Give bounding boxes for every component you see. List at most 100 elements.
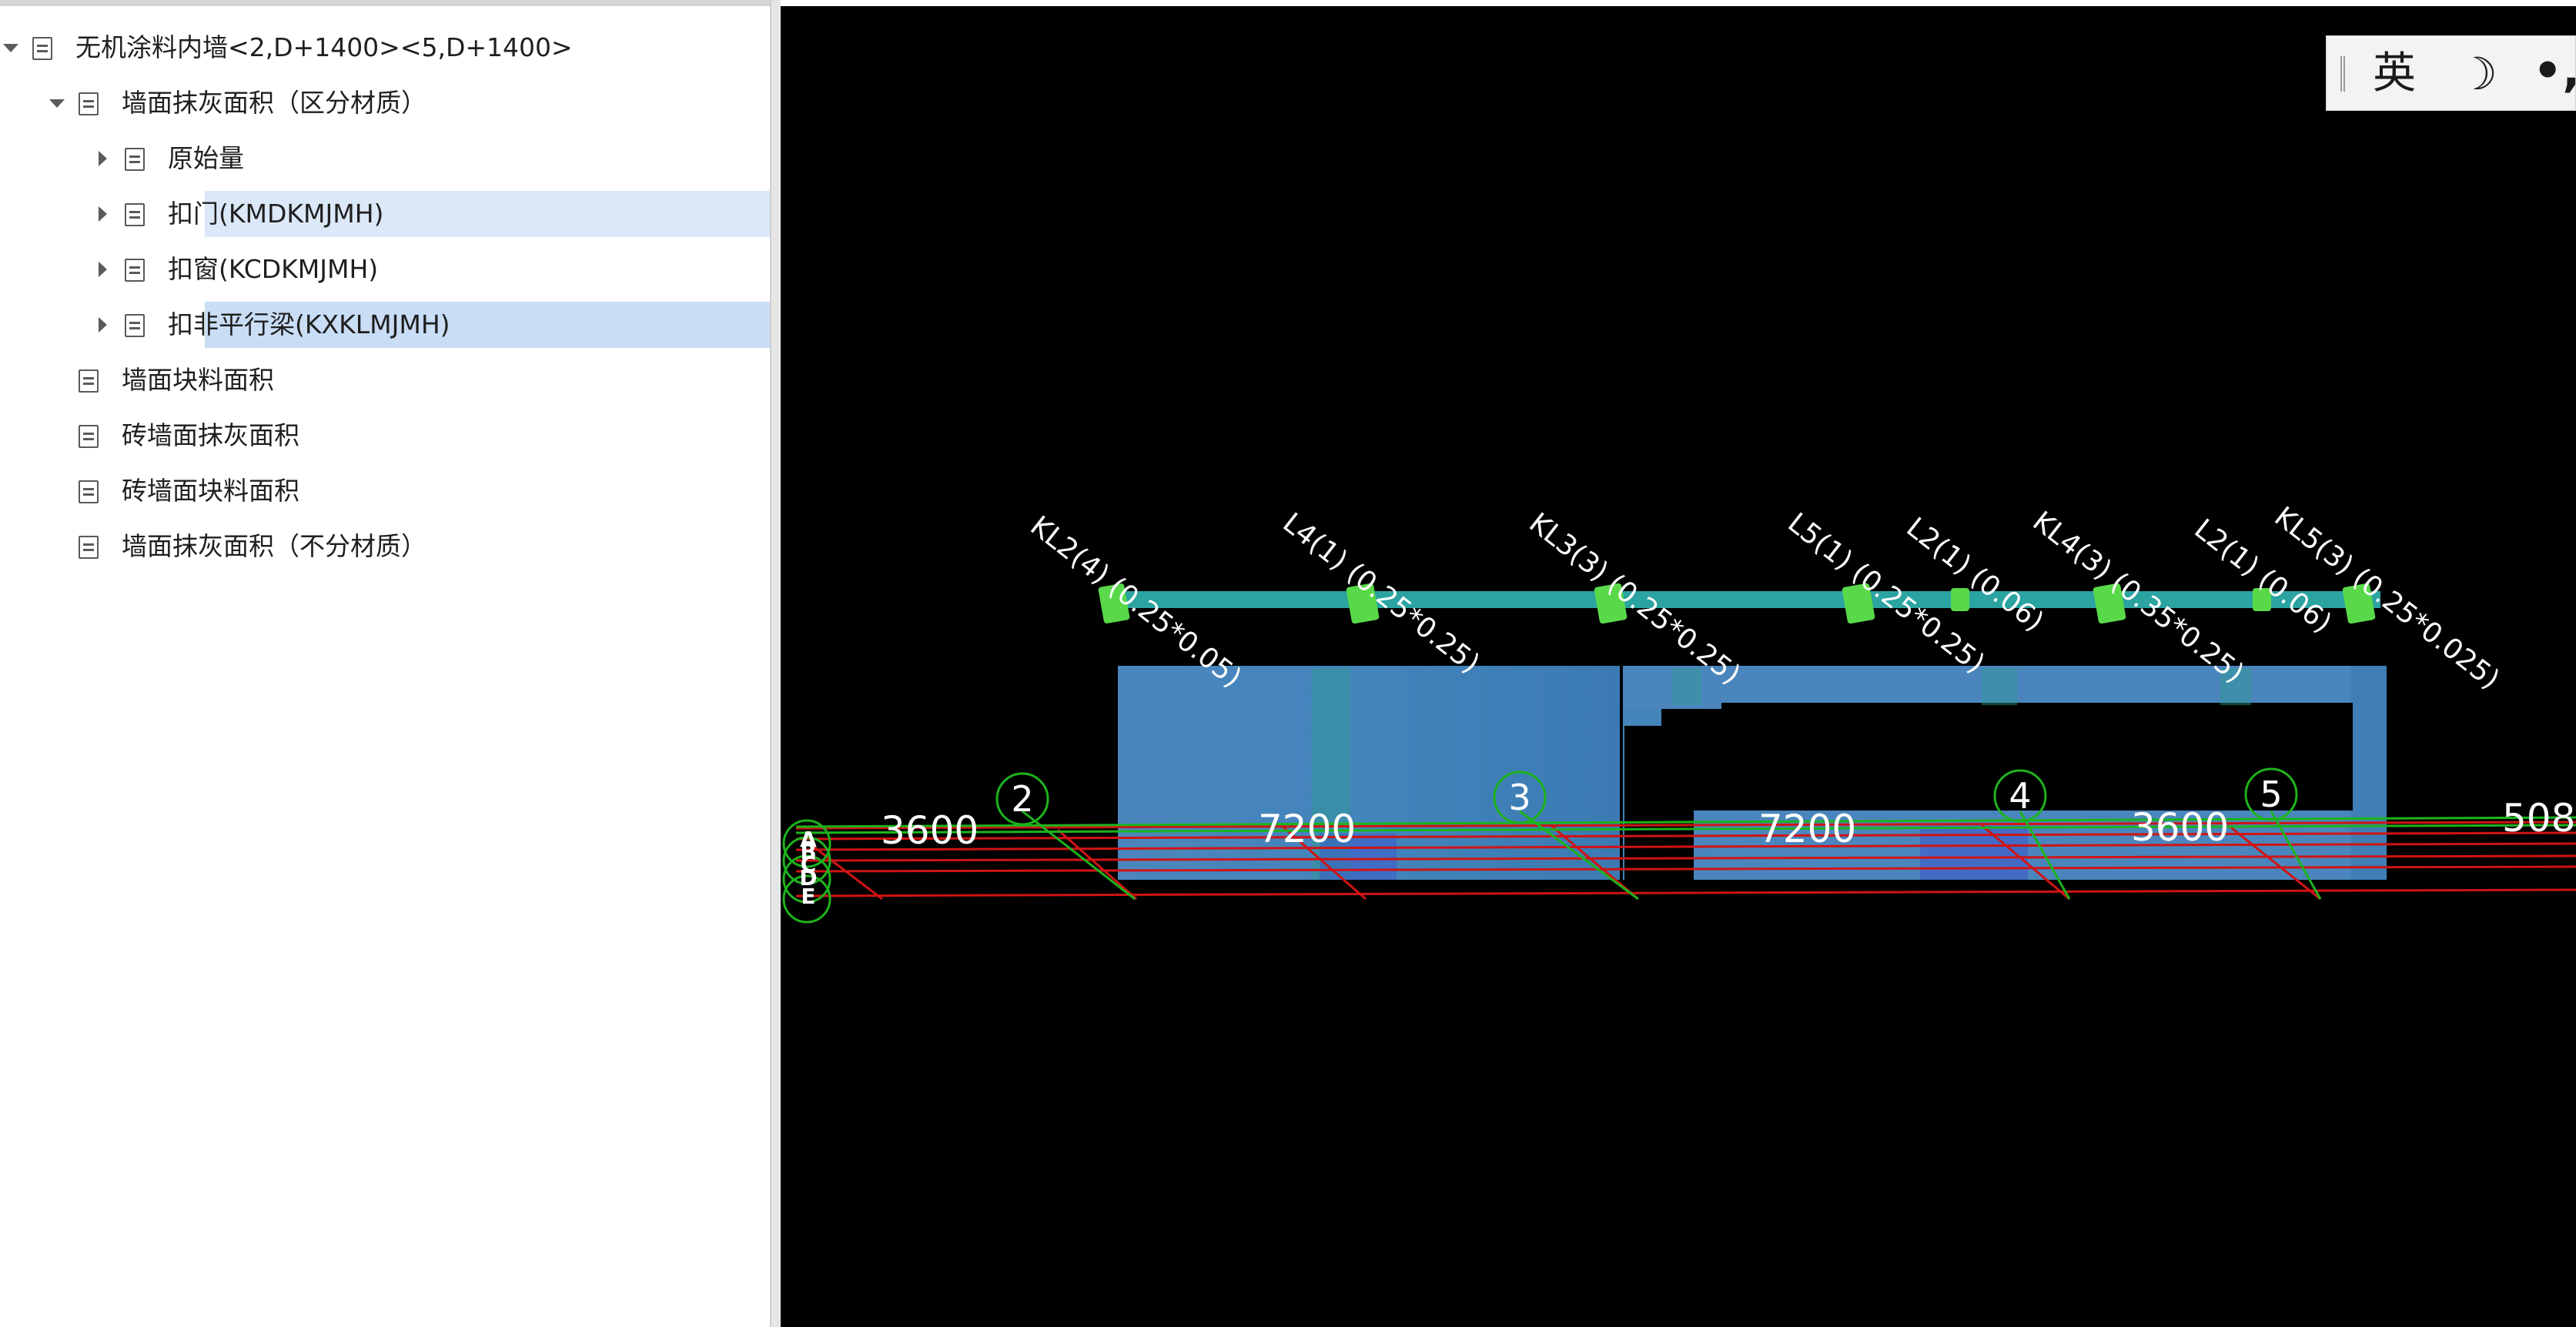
chevron-right-icon[interactable] <box>94 135 112 182</box>
axis-diag <box>1057 828 1137 901</box>
dimension-labels: 3600 7200 7200 3600 508 <box>881 796 2575 853</box>
document-icon <box>79 369 99 393</box>
tree-item-label: 扣门(KMDKMJMH) <box>168 199 384 229</box>
ime-toolbar[interactable]: 英 ☽ •, <box>2326 35 2576 111</box>
tree-item-label: 扣窗(KCDKMJMH) <box>168 254 379 284</box>
grid-bubble-3 <box>1493 770 1547 824</box>
axis-bubble <box>782 854 831 904</box>
beam-node-5 <box>1951 588 1969 611</box>
window-opening <box>1721 703 2353 811</box>
grid-number: 5 <box>2260 774 2282 815</box>
tree-item[interactable]: 砖墙面块料面积 <box>0 468 770 514</box>
tree-item-highlight <box>205 302 770 348</box>
door-opening <box>1624 726 1694 881</box>
tree-item[interactable]: 墙面抹灰面积（区分材质） <box>0 80 770 126</box>
axis-bubble <box>782 819 831 868</box>
document-icon <box>79 92 99 115</box>
tree-item-label: 墙面抹灰面积（不分材质） <box>122 531 427 561</box>
grid-leader <box>1022 810 1136 901</box>
grid-number: 3 <box>1508 777 1531 818</box>
column-shade-1 <box>1312 668 1350 880</box>
dimension-label: 3600 <box>2131 805 2229 850</box>
tree-item[interactable]: 墙面块料面积 <box>0 357 770 403</box>
grid-number: 2 <box>1011 778 1033 820</box>
beam-nodes <box>1098 583 2376 624</box>
axis-lines <box>795 821 2576 901</box>
axis-line <box>795 821 2576 830</box>
dimension-label: 7200 <box>1258 807 1356 851</box>
column-shade-3 <box>1982 668 2017 705</box>
wall-elevation <box>1118 666 2387 881</box>
moon-icon[interactable]: ☽ <box>2457 48 2497 100</box>
tree-item[interactable]: 扣非平行梁(KXKLMJMH) <box>0 302 770 348</box>
tree-item[interactable]: 扣窗(KCDKMJMH) <box>0 246 770 292</box>
beam-node-6 <box>2093 583 2126 624</box>
grid-numbers: 2 3 4 5 <box>1011 774 2282 820</box>
tree-item-label: 砖墙面块料面积 <box>122 476 299 506</box>
tree-item[interactable]: 无机涂料内墙<2,D+1400><5,D+1400> <box>0 25 770 71</box>
axis-line <box>795 831 2576 841</box>
dimension-label: 3600 <box>881 808 979 853</box>
chevron-right-icon[interactable] <box>94 246 112 292</box>
panel-splitter[interactable] <box>770 0 781 1327</box>
axis-letter: D <box>799 865 817 891</box>
grid-leader <box>1519 810 1639 901</box>
grid-bubble-4 <box>1993 769 2047 823</box>
chevron-right-icon[interactable] <box>94 191 112 237</box>
grid-bubble-5 <box>2244 767 2298 821</box>
axis-diag <box>1280 824 1367 901</box>
document-icon <box>125 259 145 282</box>
chevron-right-icon[interactable] <box>94 302 112 348</box>
document-icon <box>79 536 99 559</box>
document-icon <box>79 425 99 448</box>
grid-leader <box>2019 811 2071 900</box>
document-icon <box>125 314 145 337</box>
tree-item[interactable]: 扣门(KMDKMJMH) <box>0 191 770 237</box>
beam-node-4 <box>1842 583 1875 624</box>
tree-item-label: 墙面块料面积 <box>122 365 274 395</box>
document-icon <box>79 480 99 503</box>
tree-item-label: 砖墙面抹灰面积 <box>122 420 299 450</box>
wall-panel-left <box>1118 666 1620 880</box>
axis-letter: B <box>800 839 816 864</box>
tree-item-label: 原始量 <box>168 143 244 173</box>
tree-item-label: 扣非平行梁(KXKLMJMH) <box>168 309 450 339</box>
tree-item[interactable]: 原始量 <box>0 135 770 182</box>
axis-bubble <box>782 874 831 924</box>
quantity-tree-panel: 无机涂料内墙<2,D+1400><5,D+1400> 墙面抹灰面积（区分材质） 原始… <box>0 0 773 1327</box>
beam-node-3 <box>1594 583 1628 624</box>
beam-node-1 <box>1098 583 1130 623</box>
ime-grip-handle[interactable] <box>2340 56 2345 92</box>
axis-bubble <box>782 836 831 885</box>
axis-diag <box>811 844 883 901</box>
ime-punctuation-toggle[interactable]: •, <box>2533 44 2576 98</box>
axis-letter: E <box>801 884 815 909</box>
chevron-down-icon[interactable] <box>48 80 66 126</box>
wall-panel-right <box>2351 666 2387 880</box>
floor-shade-1 <box>1320 834 1397 880</box>
axis-diag <box>2227 824 2321 901</box>
axis-diag <box>1550 824 1639 901</box>
top-beam <box>1098 583 2380 624</box>
grid-bubble-2 <box>995 772 1049 826</box>
axis-line <box>795 842 2576 851</box>
model-canvas: 2 3 4 5 A B C D E 3600 7200 7200 3600 50… <box>782 501 2576 924</box>
axis-diag <box>1981 824 2070 901</box>
tree-item[interactable]: 砖墙面抹灰面积 <box>0 413 770 459</box>
document-icon <box>125 203 145 226</box>
document-icon <box>32 37 52 60</box>
axis-letters: A B C D E <box>799 827 817 909</box>
column-shade-2 <box>1672 668 1701 705</box>
ime-language-toggle[interactable]: 英 <box>2373 48 2416 99</box>
dimension-label: 508 <box>2502 796 2575 841</box>
tree-item-highlight <box>205 191 770 237</box>
column-shade-4 <box>2220 668 2251 705</box>
chevron-down-icon[interactable] <box>2 25 20 71</box>
tree-item-label: 墙面抹灰面积（区分材质） <box>122 88 427 118</box>
grid-number: 4 <box>2009 775 2031 817</box>
beam-node-7 <box>2253 588 2271 611</box>
grid-leader <box>2270 811 2322 900</box>
3d-model-view[interactable]: 2 3 4 5 A B C D E 3600 7200 7200 3600 50… <box>781 6 2576 1327</box>
tree-item-label: 无机涂料内墙<2,D+1400><5,D+1400> <box>75 32 573 62</box>
tree-item[interactable]: 墙面抹灰面积（不分材质） <box>0 523 770 570</box>
